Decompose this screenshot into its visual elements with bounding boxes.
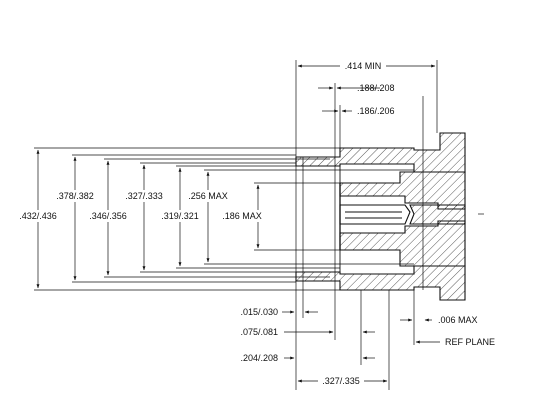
label-075-081: .075/.081 <box>240 327 278 337</box>
lower-inner-body <box>339 220 466 267</box>
label-dia-346: .346/.356 <box>89 211 127 221</box>
vertical-extension-lines <box>295 60 438 390</box>
label-dia-319: .319/.321 <box>161 211 199 221</box>
label-015-030: .015/.030 <box>240 307 278 317</box>
label-dia-186: .186 MAX <box>222 211 262 221</box>
connector-body <box>295 132 484 301</box>
extension-lines <box>34 147 414 291</box>
top-length-dimensions: .414 MIN .188/.208 .186/.206 <box>297 60 436 116</box>
label-327-335: .327/.335 <box>322 376 360 386</box>
contact-pin-base <box>409 204 466 225</box>
upper-inner-body <box>339 171 466 210</box>
label-188-208: .188/.208 <box>357 83 395 93</box>
label-dia-378: .378/.382 <box>56 191 94 201</box>
label-dia-256: .256 MAX <box>188 191 228 201</box>
label-ref-plane: REF PLANE <box>445 337 495 347</box>
label-414-min: .414 MIN <box>345 61 382 71</box>
lower-outer-shell <box>295 265 466 301</box>
diameter-labels: .432/.436 .378/.382 .346/.356 .327/.333 … <box>12 190 264 222</box>
label-dia-432: .432/.436 <box>19 211 57 221</box>
bottom-length-dimensions: .015/.030 .075/.081 .204/.208 .327/.335 … <box>240 307 495 387</box>
label-dia-327: .327/.333 <box>125 191 163 201</box>
label-186-206: .186/.206 <box>357 106 395 116</box>
label-006-max: .006 MAX <box>438 315 478 325</box>
label-204-208: .204/.208 <box>240 353 278 363</box>
center-contact <box>339 204 411 225</box>
